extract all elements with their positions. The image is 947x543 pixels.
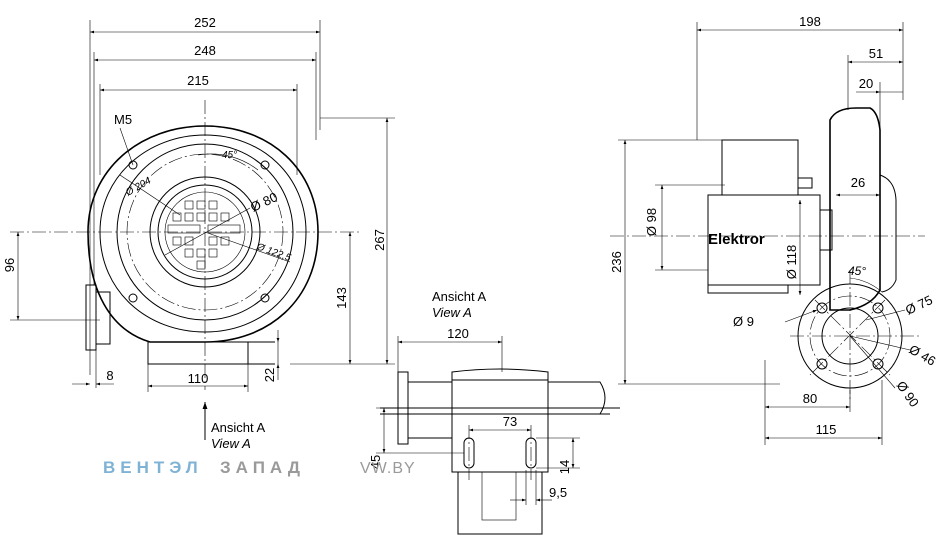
dim-9-5: 9,5	[549, 485, 567, 500]
dim-236: 236	[609, 251, 624, 273]
dim-22: 22	[262, 368, 277, 382]
dim-215: 215	[187, 73, 209, 88]
dim-8: 8	[106, 368, 113, 383]
dim-248: 248	[194, 43, 216, 58]
watermark-brand-blue: ВЕНТЭЛ	[103, 458, 203, 477]
dim-115: 115	[816, 422, 837, 437]
dim-20: 20	[859, 76, 873, 91]
dim-angle-45-side: 45°	[848, 264, 866, 278]
dim-14: 14	[557, 460, 572, 474]
view-arrow-label-en: View A	[211, 436, 251, 451]
view-arrow-label-de: Ansicht A	[211, 420, 266, 435]
view-a-title-de: Ansicht A	[432, 289, 487, 304]
dim-80: 80	[803, 391, 817, 406]
dim-120: 120	[447, 326, 469, 341]
dim-d122: Ø 122,5	[254, 241, 293, 264]
dim-d98: Ø 98	[644, 208, 659, 236]
dim-d80: Ø 80	[248, 189, 280, 215]
front-view: 252 248 215 M5 Ø 204 45° Ø 80 Ø 122,5 26…	[2, 15, 395, 451]
inlet-grille	[167, 200, 241, 270]
dim-d9: Ø 9	[733, 314, 754, 329]
dim-d75: Ø 75	[903, 292, 935, 318]
dim-252: 252	[194, 15, 216, 30]
brand-label: Elektror	[708, 231, 765, 248]
side-view: 198 51 20 Elektror 26 Ø 98 236	[609, 14, 938, 445]
dim-d90: Ø 90	[894, 378, 922, 410]
dim-45: 45	[368, 455, 383, 469]
watermark: ВЕНТЭЛ ЗАПАД VW.BY	[103, 458, 416, 477]
view-a: Ansicht A View A 120 73 45 14	[368, 289, 620, 535]
dim-96: 96	[2, 258, 17, 272]
view-a-motor	[457, 471, 543, 535]
side-housing	[829, 107, 881, 311]
dim-267: 267	[372, 229, 387, 251]
dim-d204: Ø 204	[123, 175, 153, 199]
bolt-holes	[128, 160, 270, 303]
dim-d118: Ø 118	[784, 245, 799, 279]
dim-143: 143	[334, 287, 349, 309]
dim-51: 51	[869, 46, 883, 61]
outlet-flange	[85, 284, 97, 351]
dim-angle-45-front: 45°	[222, 150, 237, 161]
watermark-brand-gray: ЗАПАД	[220, 458, 305, 477]
mounting-foot	[147, 341, 249, 365]
view-a-housing	[451, 379, 549, 473]
dim-d46: Ø 46	[907, 342, 939, 369]
dim-73: 73	[503, 414, 517, 429]
view-a-title-en: View A	[432, 305, 472, 320]
dim-110: 110	[188, 371, 209, 386]
dim-198: 198	[799, 14, 821, 29]
watermark-domain: VW.BY	[360, 460, 416, 477]
side-motor	[721, 139, 799, 196]
dim-26: 26	[851, 175, 865, 190]
label-m5: M5	[114, 112, 132, 127]
